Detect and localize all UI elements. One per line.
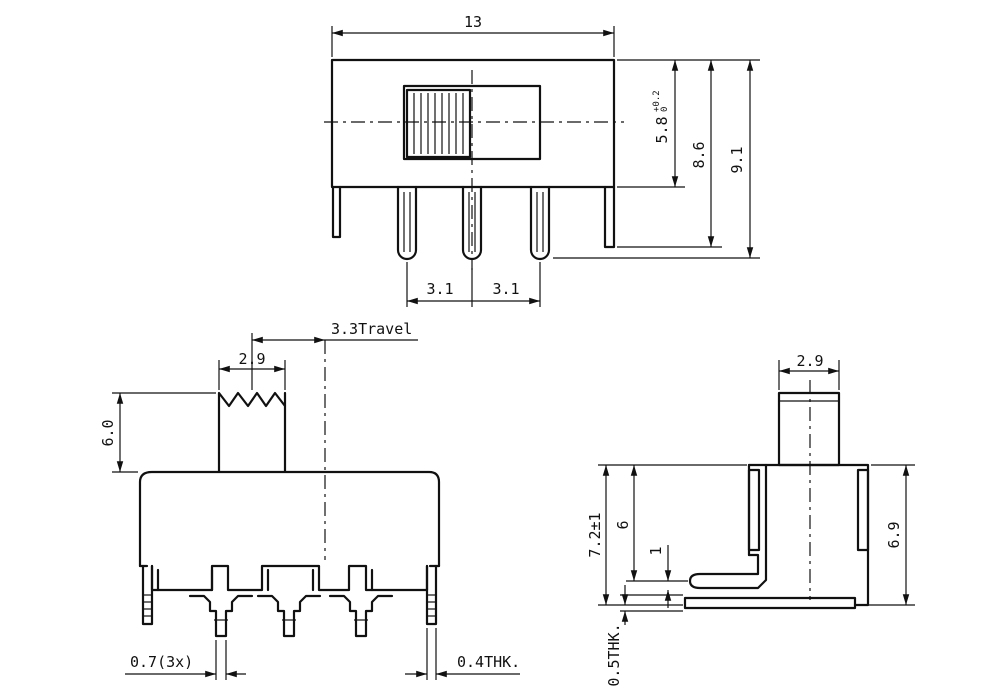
top-knob [405, 88, 472, 159]
dim-side-height-label: 6.9 [885, 521, 903, 548]
dim-body-height-label: 8.6 [690, 141, 708, 168]
side-frame-left [747, 468, 761, 552]
front-pin-3 [328, 594, 394, 638]
dim-knob-width-front-label: 2.9 [238, 350, 265, 368]
front-view: 3.3Travel 2.9 6.0 0.7(3x) 0.4THK. [99, 320, 520, 680]
top-view: 13 5.8 +0.2 0 8.6 9.1 3.1 3.1 [324, 13, 760, 307]
front-pin-1 [188, 594, 254, 638]
dim-travel-label: 3.3Travel [331, 320, 412, 338]
front-pin-2 [256, 594, 322, 638]
top-pin-1 [396, 185, 418, 261]
dim-pin-pitch-left-label: 3.1 [426, 280, 453, 298]
side-pin-bend [688, 463, 768, 590]
dim-frame-thickness-label: 0.4THK. [457, 653, 520, 671]
top-frame-leg-left [331, 185, 342, 239]
dim-pin-pitch-right-label: 3.1 [492, 280, 519, 298]
side-base-plate [683, 596, 857, 610]
top-pin-2 [461, 185, 483, 261]
dim-actuator-tol-minus: 0 [660, 107, 670, 112]
top-body-outline [330, 58, 616, 189]
side-frame-right [856, 468, 870, 552]
dim-offset-label: 1 [647, 546, 665, 555]
dim-inner-height-label: 6 [614, 520, 632, 529]
top-pin-3 [529, 185, 551, 261]
front-body [138, 470, 441, 568]
knob-ridges [413, 93, 464, 154]
side-knob [777, 391, 841, 467]
front-knob [217, 391, 287, 473]
front-terminal-housing [150, 564, 429, 592]
dim-actuator-tol-plus: +0.2 [652, 90, 662, 112]
dim-knob-width-side-label: 2.9 [796, 352, 823, 370]
dim-height-tol-label: 7.2±1 [586, 512, 604, 557]
dim-actuator-height-label: 5.8 [653, 116, 671, 143]
side-view: 2.9 7.2±1 6 1 0.5THK. 6.9 [586, 352, 915, 687]
dim-pin-width-label: 0.7(3x) [130, 653, 193, 671]
dim-base-thickness-label: 0.5THK. [605, 623, 623, 686]
dim-knob-height-label: 6.0 [99, 419, 117, 446]
top-frame-leg-right [603, 185, 616, 249]
dim-top-width-label: 13 [464, 13, 482, 31]
dim-total-height-label: 9.1 [728, 146, 746, 173]
